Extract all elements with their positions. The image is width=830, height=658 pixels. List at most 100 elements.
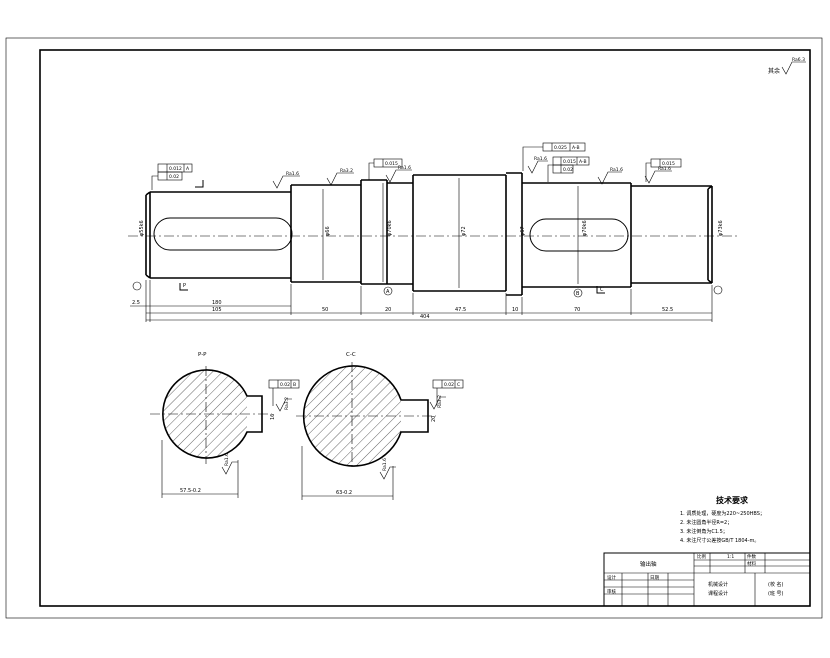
section-c-roughness2-icon bbox=[379, 466, 396, 480]
section-p-cut-icon bbox=[179, 283, 188, 291]
step1-segment bbox=[290, 184, 361, 283]
tolerance-frame-3: 0.025 A-B bbox=[522, 142, 586, 171]
ra-4: Ra1.6 bbox=[534, 156, 547, 162]
right-keyway bbox=[529, 218, 629, 252]
svg-text:0.02: 0.02 bbox=[444, 382, 454, 388]
section-c-ra: Ra3.2 bbox=[437, 395, 443, 408]
tolerance-frame-5: 0.015 bbox=[645, 158, 682, 182]
bearing-seat-1 bbox=[360, 179, 388, 285]
svg-text:0.025: 0.025 bbox=[554, 145, 567, 151]
section-c-key-dim: 20 bbox=[431, 416, 437, 422]
title-drawn: 设计 bbox=[607, 574, 616, 581]
right-end-segment bbox=[631, 185, 713, 284]
svg-text:0.012: 0.012 bbox=[169, 166, 182, 172]
dim-70: 70 bbox=[574, 307, 580, 313]
section-p-title: P-P bbox=[198, 352, 207, 358]
section-c-ra2: Ra1.6 bbox=[382, 458, 388, 471]
tech-req-item-2: 2. 未注圆角半径R=2； bbox=[680, 519, 732, 526]
dim-10: 10 bbox=[512, 307, 518, 313]
title-part-name: 输出轴 bbox=[640, 560, 657, 568]
technical-requirements: 技术要求 1. 调质处理，硬度为220~250HBS； 2. 未注圆角半径R=2… bbox=[680, 495, 765, 544]
ra-7: Ra1.6 bbox=[658, 166, 671, 172]
surface-note-text: 其余 bbox=[768, 67, 780, 75]
section-c-outline bbox=[302, 365, 429, 467]
section-c-roughness-icon bbox=[429, 396, 446, 410]
svg-text:A: A bbox=[186, 166, 190, 172]
section-p-roughness2-icon bbox=[221, 461, 238, 475]
svg-text:0.02: 0.02 bbox=[280, 382, 290, 388]
section-p-view: P-P 57.5-0.2 16 0.02 B Ra3.2 Ra1.6 bbox=[150, 352, 300, 498]
datum-left-marker bbox=[132, 281, 142, 291]
left-shaft-segment bbox=[145, 191, 291, 279]
datum-a-marker bbox=[383, 286, 393, 296]
svg-text:0.015: 0.015 bbox=[662, 161, 675, 167]
ra-3: Ra1.6 bbox=[398, 165, 411, 171]
title-scale-value: 1:1 bbox=[727, 554, 734, 560]
ra-6: Ra1.6 bbox=[610, 167, 623, 173]
shaft-main-view: φ55k6 φ66 φ70k6 φ72 φ67 φ70k6 φ73k6 2.5 … bbox=[128, 142, 740, 322]
dim-50: 50 bbox=[322, 307, 328, 313]
section-c-title: C-C bbox=[346, 352, 356, 358]
section-p-key-dim: 16 bbox=[270, 414, 276, 420]
dia-left-shaft-label: φ55k6 bbox=[139, 220, 145, 236]
dim-105: 105 bbox=[212, 307, 222, 313]
section-p-tol-frame bbox=[268, 379, 300, 389]
dia-step1-label: φ66 bbox=[325, 226, 331, 236]
tolerance-frame-4: 0.015 A-B 0.02 bbox=[547, 156, 590, 182]
datum-right-marker bbox=[713, 285, 723, 295]
datum-a-label: A bbox=[386, 289, 390, 295]
section-p-width-dim: 57.5-0.2 bbox=[180, 488, 201, 494]
title-course2: 课程设计 bbox=[708, 590, 728, 597]
title-date: 日期 bbox=[650, 575, 659, 581]
surface-symbol-text: Ra6.3 bbox=[792, 57, 805, 63]
datum-b-marker bbox=[573, 288, 583, 298]
section-c-tol-frame bbox=[432, 379, 464, 389]
svg-text:A-B: A-B bbox=[579, 159, 587, 165]
tolerance-frame-2: 0.015 bbox=[368, 158, 403, 180]
ra-2: Ra3.2 bbox=[340, 168, 353, 174]
title-checked: 审核 bbox=[607, 588, 616, 595]
section-p-roughness-icon bbox=[275, 398, 292, 412]
dim-20: 20 bbox=[385, 307, 391, 313]
roughness-symbols bbox=[272, 160, 672, 189]
tech-req-item-1: 1. 调质处理，硬度为220~250HBS； bbox=[680, 510, 765, 517]
section-c-width-dim: 63-0.2 bbox=[336, 490, 352, 496]
svg-text:A-B: A-B bbox=[572, 145, 580, 151]
right-bearing-segment bbox=[522, 182, 632, 288]
title-scale-label: 比例 bbox=[697, 553, 706, 560]
tolerance-frame-1: 0.012 A 0.02 bbox=[151, 163, 193, 190]
svg-text:0.02: 0.02 bbox=[169, 174, 179, 180]
section-p-mark: P bbox=[183, 283, 186, 289]
datum-b-label: B bbox=[576, 291, 580, 297]
svg-text:0.02: 0.02 bbox=[563, 167, 573, 173]
ra-1: Ra1.6 bbox=[286, 171, 299, 177]
section-c-mark: C bbox=[600, 287, 604, 293]
title-course1: 机械设计 bbox=[708, 581, 728, 588]
roughness-symbol-icon bbox=[781, 61, 806, 75]
section-p-outline bbox=[162, 369, 263, 459]
section-c-view: C-C 63-0.2 20 0.02 C Ra3.2 Ra1.6 bbox=[296, 352, 464, 500]
dimension-lines bbox=[130, 280, 713, 322]
title-count-label: 件数 bbox=[747, 553, 756, 560]
dim-47-5: 47.5 bbox=[455, 307, 466, 313]
overall-roughness: 其余 Ra6.3 bbox=[768, 57, 806, 75]
tech-req-title: 技术要求 bbox=[716, 495, 749, 505]
title-class: (班 号) bbox=[768, 590, 784, 597]
shoulder-segment bbox=[506, 172, 523, 296]
dim-52-5: 52.5 bbox=[662, 307, 673, 313]
title-school: (校 名) bbox=[768, 581, 784, 588]
svg-text:B: B bbox=[293, 382, 296, 388]
title-block: 输出轴 比例 1:1 件数 材料 设计 审核 日期 机械设计 课程设计 (校 名… bbox=[603, 552, 811, 607]
dia-right-end-label: φ73k6 bbox=[718, 220, 724, 236]
section-p-ra2: Ra1.6 bbox=[224, 453, 230, 466]
inner-frame bbox=[39, 49, 811, 607]
svg-text:C: C bbox=[457, 382, 460, 388]
tech-req-item-3: 3. 未注倒角为C1.5； bbox=[680, 528, 728, 535]
dia-bearing-right-label: φ70k6 bbox=[582, 220, 588, 236]
title-material-label: 材料 bbox=[747, 560, 756, 567]
dim-2-5: 2.5 bbox=[132, 300, 140, 306]
outer-frame bbox=[5, 37, 823, 619]
svg-text:0.015: 0.015 bbox=[563, 159, 576, 165]
